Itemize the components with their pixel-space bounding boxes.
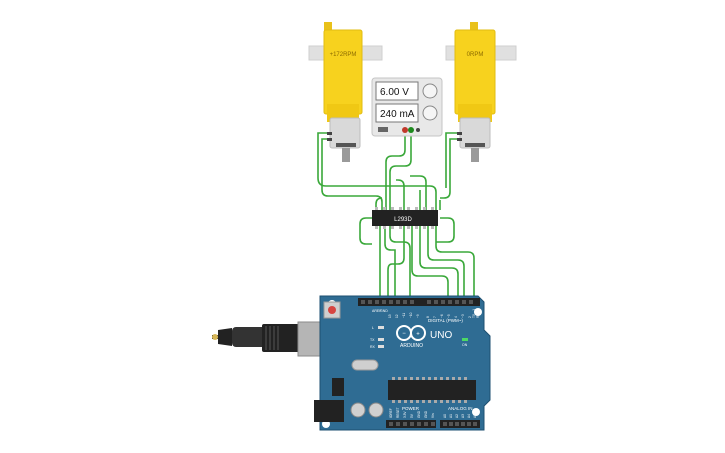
- digital-pin-label: ~11: [402, 313, 406, 318]
- on-led: [462, 338, 468, 341]
- wire[interactable]: [359, 217, 372, 245]
- wire[interactable]: [375, 197, 383, 212]
- led-label: RX: [370, 345, 376, 349]
- power-jack[interactable]: [314, 400, 344, 422]
- analog-pin-label: A1: [449, 414, 453, 418]
- wire[interactable]: [389, 226, 411, 298]
- power-pin-label: GND: [424, 410, 428, 418]
- power-pin-label: Vin: [431, 413, 435, 418]
- dc-motor-left[interactable]: +172RPM: [308, 22, 383, 162]
- wire[interactable]: [396, 179, 405, 212]
- crystal-oscillator: [351, 359, 379, 371]
- wire[interactable]: [389, 133, 412, 212]
- aref-label: AREF: [372, 309, 381, 313]
- digital-pin-label: ~3: [461, 314, 465, 318]
- analog-label: ANALOG IN: [448, 406, 473, 411]
- motor-speed-label: +172RPM: [330, 52, 357, 58]
- wire[interactable]: [427, 226, 465, 298]
- digital-pin-label: ~9: [416, 314, 420, 318]
- analog-header[interactable]: [440, 420, 480, 428]
- power-pin-label: 5V: [410, 413, 414, 418]
- wire[interactable]: [321, 138, 383, 212]
- wire-group: [317, 132, 475, 298]
- digital-pin-label: 4: [454, 316, 458, 318]
- digital-header[interactable]: [358, 298, 480, 306]
- dc-motor-right[interactable]: 0RPM: [445, 22, 517, 162]
- chip-label: L293D: [394, 217, 412, 223]
- analog-pin-label: A4: [467, 414, 471, 418]
- gnd-label: GND: [380, 309, 388, 313]
- digital-pin-label: 2: [468, 316, 472, 318]
- svg-text:+: +: [416, 332, 420, 338]
- wire[interactable]: [384, 226, 396, 298]
- power-pin-label: 3.3V: [403, 411, 407, 418]
- svg-text:−: −: [402, 331, 406, 337]
- motor-speed-label: 0RPM: [467, 52, 484, 58]
- analog-pin-label: A0: [443, 414, 447, 418]
- power-pin-label: RESET: [396, 407, 400, 418]
- digital-pin-label: 8: [426, 316, 430, 318]
- negative-terminal[interactable]: [402, 127, 408, 133]
- digital-pin-label: ~6: [440, 314, 444, 318]
- digital-pin-label: ~5: [447, 314, 451, 318]
- digital-pin-label: 12: [395, 314, 399, 318]
- arduino-uno-board[interactable]: AREF GND DIGITAL (PWM~) − + ARDUINO UNO …: [314, 295, 491, 431]
- wire[interactable]: [436, 217, 455, 243]
- brand-label: ARDUINO: [400, 343, 423, 349]
- wire[interactable]: [435, 226, 475, 298]
- led-rx: [378, 345, 384, 348]
- digital-label: DIGITAL (PWM~): [428, 318, 463, 323]
- led-label: L: [372, 326, 374, 330]
- model-label: UNO: [430, 330, 452, 341]
- wire[interactable]: [387, 226, 405, 298]
- led-tx: [378, 338, 384, 341]
- capacitor: [350, 402, 366, 418]
- power-label: POWER: [402, 406, 420, 411]
- voltage-regulator: [332, 378, 344, 396]
- atmega-chip: [388, 380, 476, 400]
- analog-pin-label: A3: [461, 414, 465, 418]
- voltage-display: 6.00 V: [380, 87, 409, 98]
- digital-pin-label: 7: [433, 316, 437, 318]
- wire[interactable]: [419, 226, 459, 298]
- capacitor: [368, 402, 384, 418]
- wire[interactable]: [411, 226, 449, 298]
- digital-pin-label: TX→1: [472, 309, 476, 318]
- power-pin-label: GND: [417, 410, 421, 418]
- wire[interactable]: [440, 138, 458, 199]
- current-display: 240 mA: [380, 109, 415, 120]
- digital-pin-label: ~10: [409, 312, 413, 318]
- l293d-chip[interactable]: L293D: [372, 207, 438, 229]
- on-label: ON: [462, 343, 468, 347]
- led-l: [378, 326, 384, 329]
- power-supply[interactable]: 6.00 V 240 mA: [371, 77, 443, 137]
- analog-pin-label: A5: [473, 414, 477, 418]
- wire[interactable]: [385, 133, 406, 212]
- wire[interactable]: [410, 175, 427, 212]
- positive-terminal[interactable]: [408, 127, 414, 133]
- wire[interactable]: [445, 132, 458, 188]
- current-knob[interactable]: [422, 105, 438, 121]
- led-label: TX: [370, 338, 375, 342]
- power-pin-label: IOREF: [389, 408, 393, 418]
- digital-pin-label: 13: [388, 314, 392, 318]
- voltage-knob[interactable]: [422, 83, 438, 99]
- analog-pin-label: A2: [455, 414, 459, 418]
- arduino-logo: − +: [396, 325, 426, 341]
- digital-pin-label: RX←0: [476, 308, 480, 318]
- wire[interactable]: [317, 132, 437, 212]
